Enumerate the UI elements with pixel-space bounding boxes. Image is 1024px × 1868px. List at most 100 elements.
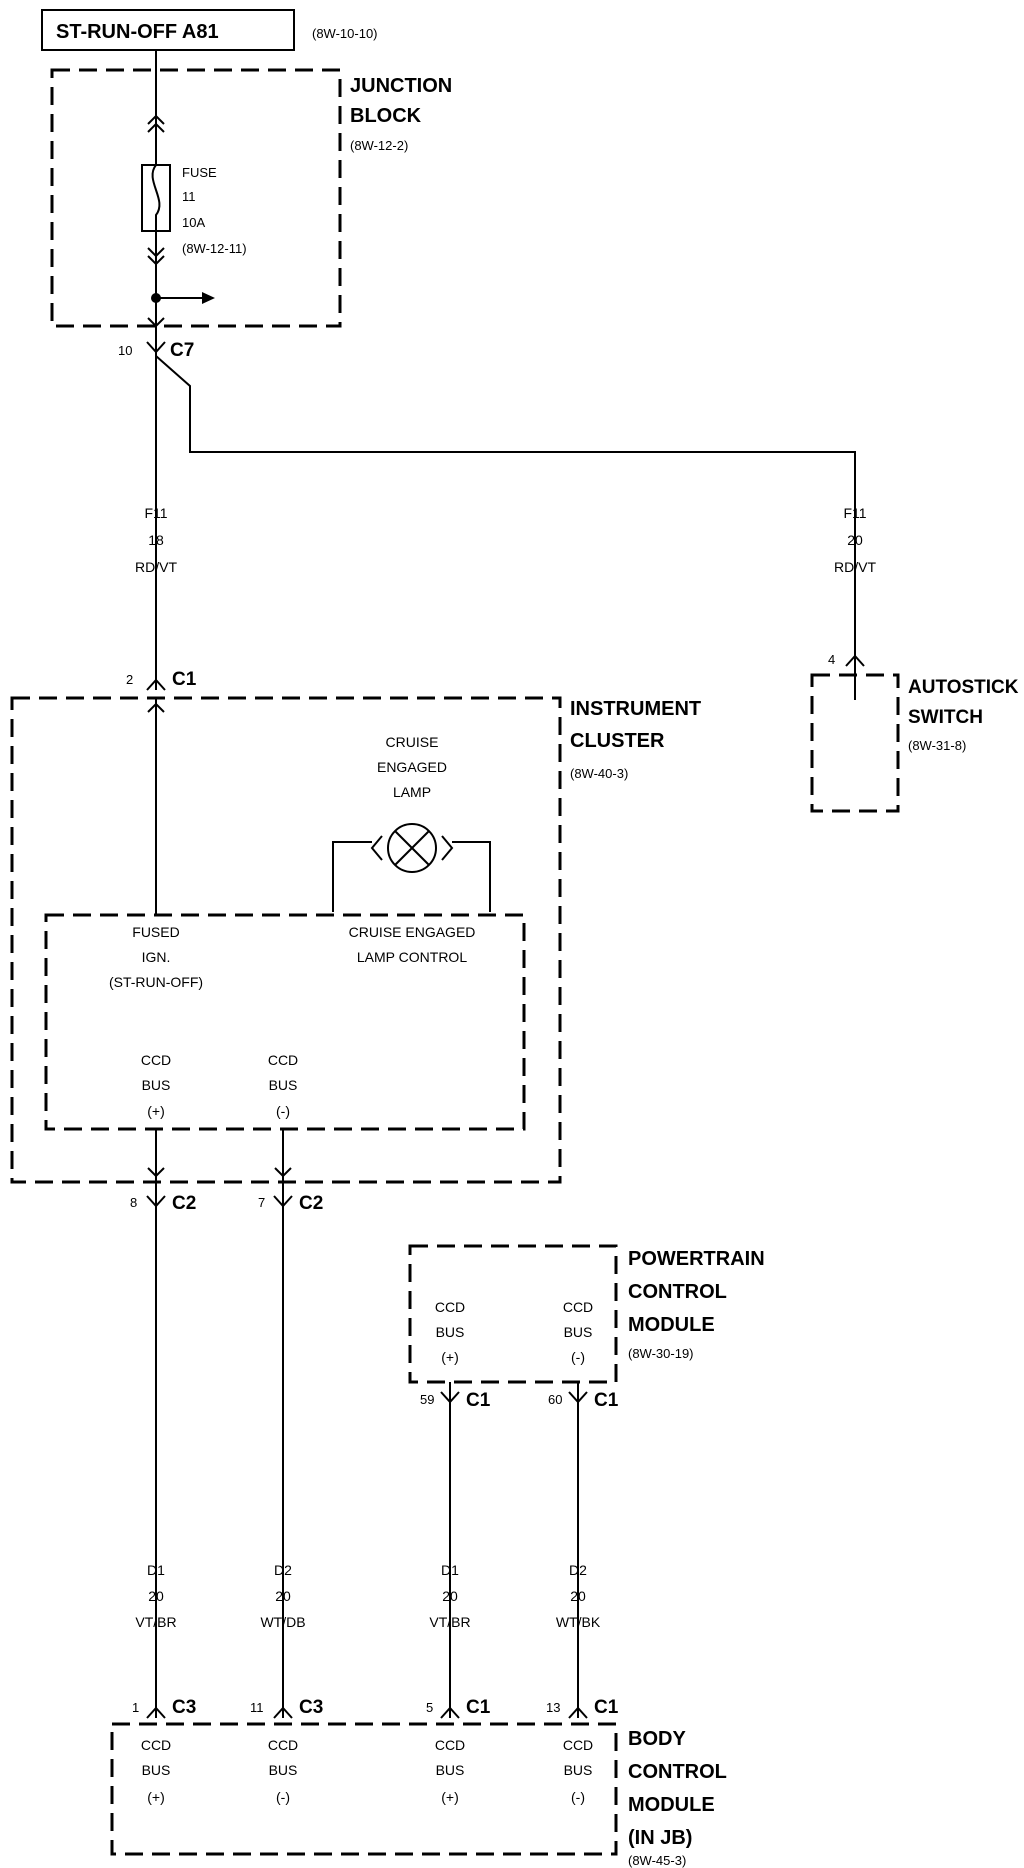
header-title: ST-RUN-OFF A81	[56, 21, 219, 43]
bcm-boundary	[110, 1722, 618, 1856]
wire-f11-branch-color: RD/VT	[834, 559, 876, 575]
ic-c2a-pin: 8	[130, 1195, 137, 1210]
bcm-name-4: (IN JB)	[628, 1827, 692, 1849]
wire-lamp-right	[452, 841, 491, 912]
bcm-t2-1: CCD	[268, 1737, 298, 1753]
instrument-cluster-boundary	[10, 696, 562, 1184]
autostick-pin: 4	[828, 652, 835, 667]
connector-ic-c2a-icon	[146, 1195, 166, 1208]
pcm-c1b-pin: 60	[548, 1392, 562, 1407]
connector-bcm-c3a-icon	[146, 1706, 166, 1719]
ic-ccd-neg-1: CCD	[268, 1052, 298, 1068]
bcm-c1a-pin: 5	[426, 1700, 433, 1715]
fuse-label-2: 11	[182, 189, 196, 204]
pcm-ccd-pos-1: CCD	[435, 1299, 465, 1315]
autostick-name-1: AUTOSTICK	[908, 677, 1019, 698]
bcm-name-2: CONTROL	[628, 1761, 727, 1783]
bcm-c1a-name: C1	[466, 1697, 491, 1718]
wire-d2-pcm-gauge: 20	[570, 1588, 586, 1604]
instrument-cluster-name-2: CLUSTER	[570, 730, 665, 752]
bcm-t4-3: (-)	[571, 1789, 585, 1805]
pcm-ccd-neg-3: (-)	[571, 1349, 585, 1365]
bcm-c3a-name: C3	[172, 1697, 196, 1718]
fused-ign-label-1: FUSED	[132, 924, 179, 940]
pcm-boundary	[408, 1244, 618, 1384]
ic-c1-name: C1	[172, 669, 197, 690]
ic-c2a-name: C2	[172, 1193, 196, 1214]
instrument-cluster-ref: (8W-40-3)	[570, 766, 628, 781]
bcm-c3b-pin: 11	[250, 1700, 264, 1715]
chevron-left-icon	[370, 835, 383, 861]
lamp-label-3: LAMP	[393, 784, 431, 800]
lamp-control-label-2: LAMP CONTROL	[357, 949, 467, 965]
bcm-name-3: MODULE	[628, 1794, 715, 1816]
c7-pin: 10	[118, 343, 132, 358]
chevron-down-icon	[147, 1167, 165, 1178]
wire-d1-ic-circuit: D1	[147, 1562, 165, 1578]
ic-ccd-neg-2: BUS	[269, 1077, 298, 1093]
pcm-ccd-neg-2: BUS	[564, 1324, 593, 1340]
chevron-down-icon	[147, 247, 165, 258]
bcm-t3-1: CCD	[435, 1737, 465, 1753]
bcm-c1b-pin: 13	[546, 1700, 560, 1715]
pcm-name-1: POWERTRAIN	[628, 1248, 765, 1270]
chevron-down-icon	[147, 255, 165, 266]
ic-c2b-name: C2	[299, 1193, 323, 1214]
ic-ccd-pos-1: CCD	[141, 1052, 171, 1068]
chevron-down-icon	[147, 317, 165, 328]
junction-block-name-1: JUNCTION	[350, 75, 452, 97]
bcm-t4-1: CCD	[563, 1737, 593, 1753]
pcm-c1a-name: C1	[466, 1390, 491, 1411]
chevron-right-icon	[441, 835, 454, 861]
bcm-t2-3: (-)	[276, 1789, 290, 1805]
chevron-up-icon	[147, 702, 165, 713]
bcm-t1-3: (+)	[147, 1789, 165, 1805]
autostick-name-2: SWITCH	[908, 707, 983, 728]
pcm-ccd-pos-2: BUS	[436, 1324, 465, 1340]
wire-d1-pcm-gauge: 20	[442, 1588, 458, 1604]
lamp-icon-cross-b	[394, 830, 430, 866]
ic-c2b-pin: 7	[258, 1195, 265, 1210]
c7-name: C7	[170, 340, 194, 361]
junction-block-name-2: BLOCK	[350, 105, 422, 127]
bcm-t3-3: (+)	[441, 1789, 459, 1805]
ic-ccd-pos-3: (+)	[147, 1103, 165, 1119]
wire-f11-branch	[155, 355, 856, 700]
autostick-ref: (8W-31-8)	[908, 738, 966, 753]
pcm-ref: (8W-30-19)	[628, 1346, 694, 1361]
wire-d1-pcm-circuit: D1	[441, 1562, 459, 1578]
chevron-up-icon	[147, 122, 165, 133]
lamp-control-label-1: CRUISE ENGAGED	[349, 924, 476, 940]
junction-block-ref: (8W-12-2)	[350, 138, 408, 153]
lamp-label-1: CRUISE	[386, 734, 439, 750]
bcm-t3-2: BUS	[436, 1762, 465, 1778]
instrument-cluster-inner-boundary	[44, 913, 526, 1131]
bcm-ref: (8W-45-3)	[628, 1853, 686, 1868]
bcm-name-1: BODY	[628, 1728, 686, 1750]
ic-ccd-neg-3: (-)	[276, 1103, 290, 1119]
connector-bcm-c1b-icon	[568, 1706, 588, 1719]
arrow-right-icon	[202, 292, 215, 304]
bcm-c1b-name: C1	[594, 1697, 619, 1718]
pcm-name-3: MODULE	[628, 1314, 715, 1336]
fuse-label-1: FUSE	[182, 165, 217, 180]
wire-d2-ic-circuit: D2	[274, 1562, 292, 1578]
fused-ign-label-3: (ST-RUN-OFF)	[109, 974, 203, 990]
fuse-element	[151, 164, 161, 231]
wire-f11-branch-circuit: F11	[843, 505, 866, 521]
fused-ign-label-2: IGN.	[142, 949, 171, 965]
connector-ic-c1-icon	[146, 678, 166, 691]
connector-autostick-icon	[845, 654, 865, 667]
pcm-name-2: CONTROL	[628, 1281, 727, 1303]
junction-block-boundary	[50, 68, 342, 328]
wire-f11-main-circuit: F11	[144, 505, 167, 521]
connector-pcm-c1a-icon	[440, 1391, 460, 1404]
wire-d2-ic-color: WT/DB	[260, 1614, 305, 1630]
bcm-t4-2: BUS	[564, 1762, 593, 1778]
pcm-ccd-neg-1: CCD	[563, 1299, 593, 1315]
connector-bcm-c3b-icon	[273, 1706, 293, 1719]
wire-d2-pcm-color: WT/BK	[556, 1614, 601, 1630]
bcm-t1-2: BUS	[142, 1762, 171, 1778]
chevron-up-icon	[147, 114, 165, 125]
